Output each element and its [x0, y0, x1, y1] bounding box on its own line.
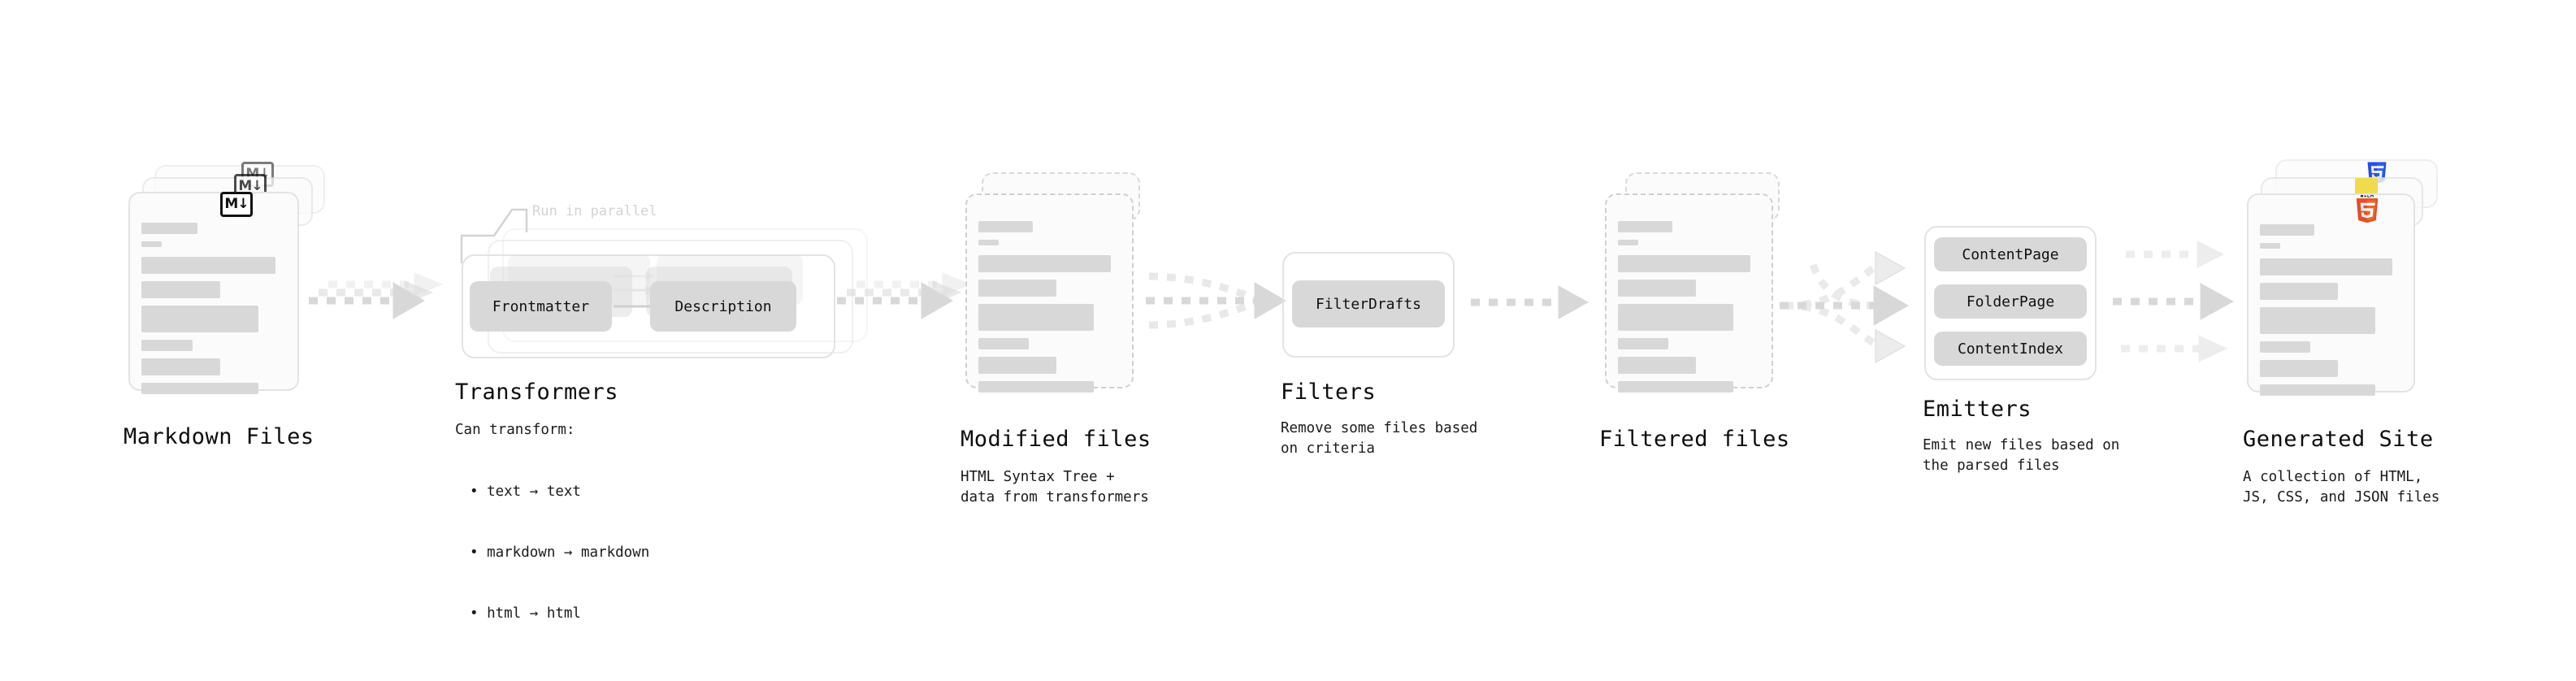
- stage-title-filtered-files: Filtered files: [1599, 427, 1790, 452]
- placeholder-bar: [2260, 307, 2375, 334]
- stage-title-modified-files: Modified files: [961, 427, 1151, 452]
- placeholder-bar: [2260, 384, 2375, 396]
- placeholder-bar: [1618, 304, 1733, 331]
- placeholder-bar: [1618, 240, 1638, 245]
- filter-chip-filterdrafts[interactable]: FilterDrafts: [1292, 280, 1445, 327]
- emitters-frame: [1924, 226, 2097, 380]
- placeholder-bar: [1618, 381, 1733, 393]
- stage-subtitle-generated-site: A collection of HTML, JS, CSS, and JSON …: [2243, 469, 2440, 505]
- stage-title-markdown-files: Markdown Files: [124, 424, 314, 449]
- transformer-chip-frontmatter[interactable]: Frontmatter: [470, 281, 612, 332]
- markdown-icon: M↓: [220, 192, 253, 217]
- stage-subtitle-modified-files: HTML Syntax Tree + data from transformer…: [961, 469, 1149, 505]
- arrow-filters-to-filtered-files: [1471, 285, 1589, 319]
- stage-subtitle-emitters: Emit new files based on the parsed files: [1923, 437, 2120, 474]
- placeholder-bar: [978, 255, 1111, 272]
- filters-frame: [1282, 252, 1455, 358]
- stage-title-emitters: Emitters: [1923, 397, 2032, 422]
- arrow-transformers-to-modified-files: [837, 272, 972, 319]
- stage-title-filters: Filters: [1281, 380, 1377, 405]
- placeholder-bar: [141, 223, 197, 234]
- placeholder-bar: [1618, 338, 1669, 349]
- emitter-chip-contentpage[interactable]: ContentPage: [1934, 237, 2087, 271]
- generated-file-placeholder-bars: [2260, 224, 2404, 403]
- modified-file-placeholder-bars: [978, 221, 1122, 400]
- placeholder-bar: [978, 357, 1056, 374]
- stage-title-transformers: Transformers: [455, 380, 619, 405]
- html5-icon: [2356, 195, 2379, 223]
- capability-item: • markdown → markdown: [470, 544, 650, 561]
- arrow-markdown-to-transformers: [309, 272, 444, 319]
- filtered-file-placeholder-bars: [1618, 221, 1762, 400]
- stage-subtitle-filters: Remove some files based on criteria: [1281, 420, 1478, 457]
- transformer-frame: [462, 254, 835, 358]
- arrow-filtered-files-to-emitters-split: [1780, 251, 1910, 363]
- generated-file-card: [2247, 193, 2415, 396]
- placeholder-bar: [978, 304, 1094, 331]
- modified-file-card: [965, 193, 1134, 393]
- placeholder-bar: [2260, 283, 2338, 300]
- placeholder-bar: [2260, 243, 2280, 249]
- placeholder-bar: [141, 383, 258, 394]
- placeholder-bar: [141, 306, 258, 332]
- run-in-parallel-bracket: [460, 208, 528, 263]
- placeholder-bar: [141, 257, 276, 274]
- transformer-chip-description[interactable]: Description: [650, 281, 796, 332]
- stage-title-generated-site: Generated Site: [2243, 427, 2434, 452]
- placeholder-bar: [1618, 221, 1673, 232]
- placeholder-bar: [978, 338, 1030, 349]
- placeholder-bar: [141, 340, 193, 351]
- placeholder-bar: [141, 358, 221, 375]
- markdown-file-placeholder-bars: [141, 223, 287, 401]
- placeholder-bar: [978, 240, 999, 245]
- transformers-capability-list: • text → text • markdown → markdown • ht…: [470, 441, 649, 665]
- placeholder-bar: [2260, 258, 2392, 275]
- placeholder-bar: [2260, 224, 2315, 236]
- placeholder-bar: [978, 221, 1034, 232]
- emitter-chip-contentindex[interactable]: ContentIndex: [1934, 332, 2087, 366]
- placeholder-bar: [1618, 357, 1696, 374]
- placeholder-bar: [2260, 360, 2338, 377]
- placeholder-bar: [978, 381, 1094, 393]
- emitter-chip-folderpage[interactable]: FolderPage: [1934, 284, 2087, 319]
- capability-item: • text → text: [470, 484, 581, 500]
- arrow-modified-files-to-filters-merge: [1146, 272, 1286, 329]
- placeholder-bar: [1618, 280, 1696, 297]
- placeholder-bar: [1618, 255, 1750, 272]
- capability-item: • html → html: [470, 605, 581, 622]
- placeholder-bar: [2260, 341, 2311, 353]
- arrow-emitters-to-generated-site: [2113, 241, 2235, 362]
- filtered-file-card: [1605, 193, 1773, 393]
- stage-subtitle-transformers: Can transform:: [455, 422, 575, 438]
- run-in-parallel-label: Run in parallel: [532, 203, 657, 219]
- placeholder-bar: [141, 241, 163, 247]
- markdown-file-card: [128, 192, 299, 394]
- placeholder-bar: [141, 281, 221, 298]
- placeholder-bar: [978, 280, 1056, 297]
